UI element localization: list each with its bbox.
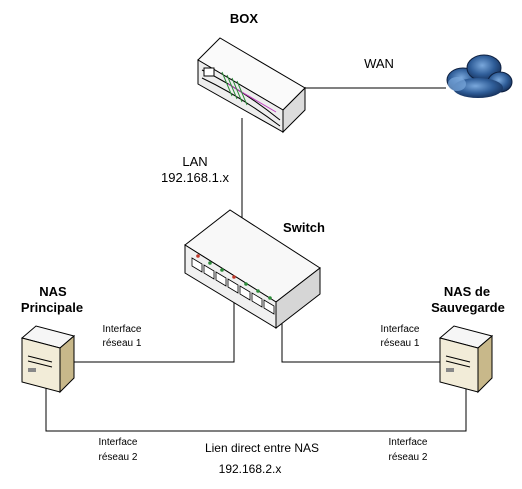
nas-principale-label-line2: Principale	[20, 300, 84, 315]
lan-subnet-label: 192.168.1.x	[161, 170, 229, 185]
nas-sauvegarde-server-icon	[438, 325, 494, 394]
nas-sauvegarde-label-line2: Sauvegarde	[431, 300, 505, 315]
interface-right-top-line2: réseau 1	[380, 338, 420, 349]
direct-nas-link	[45, 380, 467, 432]
nas-principale-link	[74, 300, 235, 363]
lan-label: LAN	[182, 154, 208, 169]
direct-link-subnet-label: 192.168.2.x	[218, 462, 282, 476]
wan-label: WAN	[364, 56, 394, 71]
nas-principale-label-line1: NAS	[39, 284, 67, 299]
nas-principale-server-icon	[20, 325, 76, 394]
interface-left-bottom-line1: Interface	[98, 437, 138, 448]
nas-sauvegarde-label-line1: NAS de	[443, 284, 491, 299]
box-router-icon	[197, 37, 306, 134]
internet-cloud-icon	[446, 54, 513, 98]
direct-link-label: Lien direct entre NAS	[204, 441, 320, 455]
nas-sauvegarde-link	[281, 318, 440, 363]
interface-right-top-line1: Interface	[380, 324, 420, 335]
switch-label: Switch	[283, 220, 325, 235]
box-label: BOX	[229, 11, 259, 26]
switch-icon	[184, 209, 321, 330]
connections	[45, 87, 467, 432]
interface-left-top-line1: Interface	[102, 324, 142, 335]
interface-left-bottom-line2: réseau 2	[98, 452, 138, 463]
interface-right-bottom-line1: Interface	[388, 437, 428, 448]
interface-right-bottom-line2: réseau 2	[388, 452, 428, 463]
interface-left-top-line2: réseau 1	[102, 338, 142, 349]
